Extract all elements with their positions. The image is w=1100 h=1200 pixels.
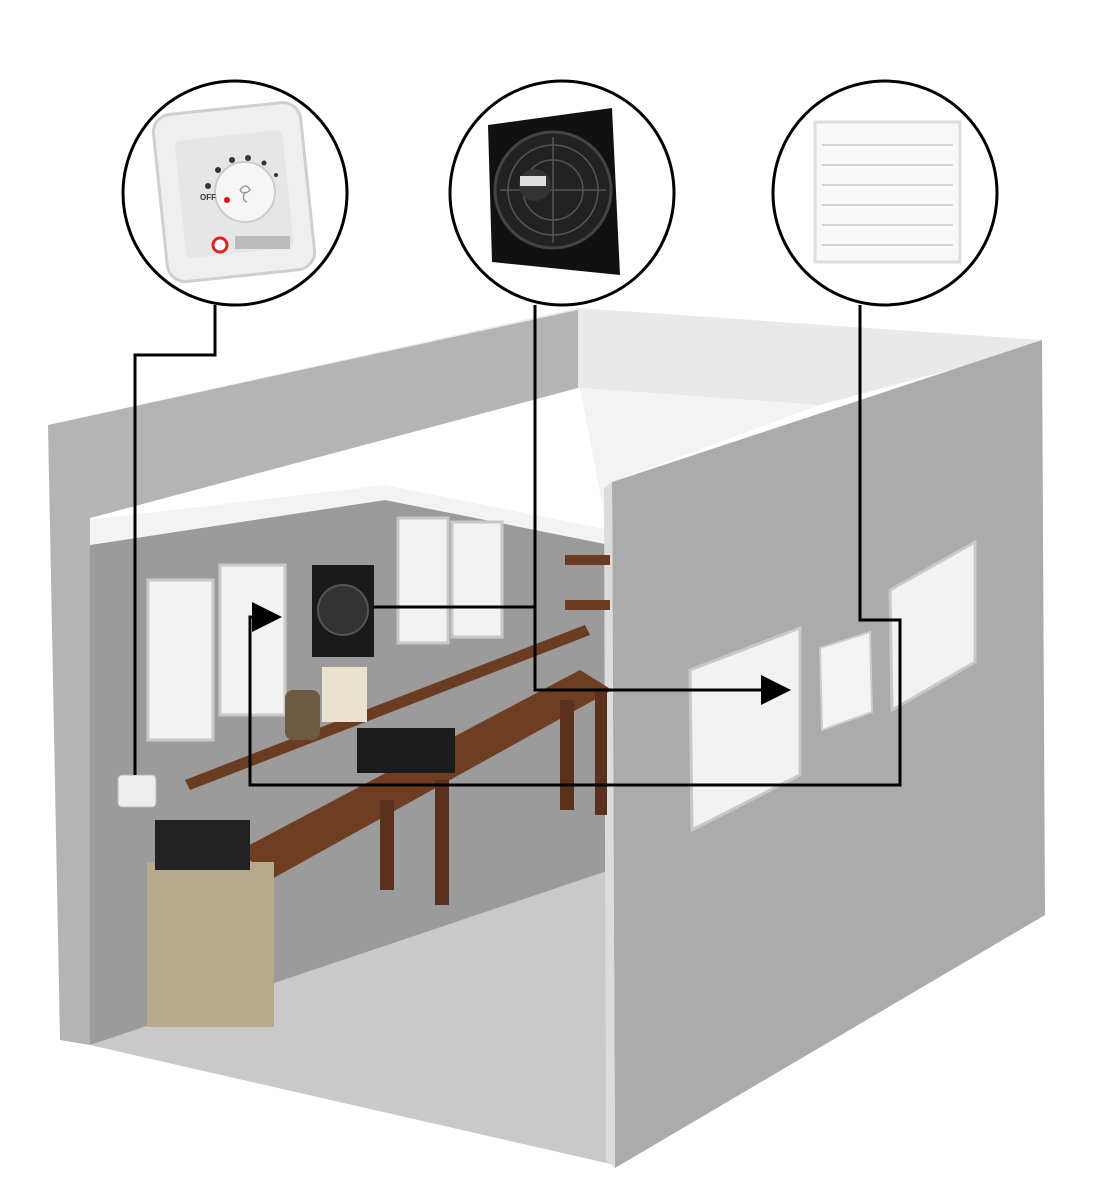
box (322, 667, 367, 722)
floor (90, 870, 615, 1165)
bench-leg (595, 690, 607, 815)
right-wall-edge (604, 482, 615, 1168)
bench-top (240, 670, 612, 880)
right-wall (612, 340, 1045, 1168)
installed-fan (312, 565, 374, 657)
file-cabinet (147, 862, 274, 1027)
upper-shelf (565, 555, 610, 565)
bench-leg (560, 700, 574, 810)
installed-shutter (818, 630, 874, 732)
workbench (147, 555, 612, 1027)
window (146, 578, 215, 742)
top-edge (48, 308, 1042, 518)
printer (155, 820, 250, 870)
windows (146, 516, 977, 833)
fan-callout (448, 79, 676, 307)
brand-logo-icon (211, 236, 229, 254)
controller-connector (133, 305, 217, 775)
shutter-callout (771, 79, 999, 307)
left-wall-outer (48, 310, 578, 1045)
bench-leg (380, 800, 394, 890)
shelf (185, 625, 590, 790)
window (450, 520, 504, 639)
upper-shelf (565, 600, 610, 610)
window (888, 539, 977, 713)
installed-controller (117, 774, 157, 808)
ceiling-opening (88, 388, 820, 545)
controller-callout: OFF (121, 79, 349, 307)
radio (285, 690, 320, 740)
shutter-connector (248, 305, 902, 787)
window (218, 563, 287, 717)
controller-off-label: OFF (200, 193, 216, 202)
amplifier (357, 728, 455, 773)
bench-leg (435, 780, 449, 905)
fan-connector (533, 305, 791, 705)
window (396, 516, 450, 645)
connectors (133, 305, 902, 787)
